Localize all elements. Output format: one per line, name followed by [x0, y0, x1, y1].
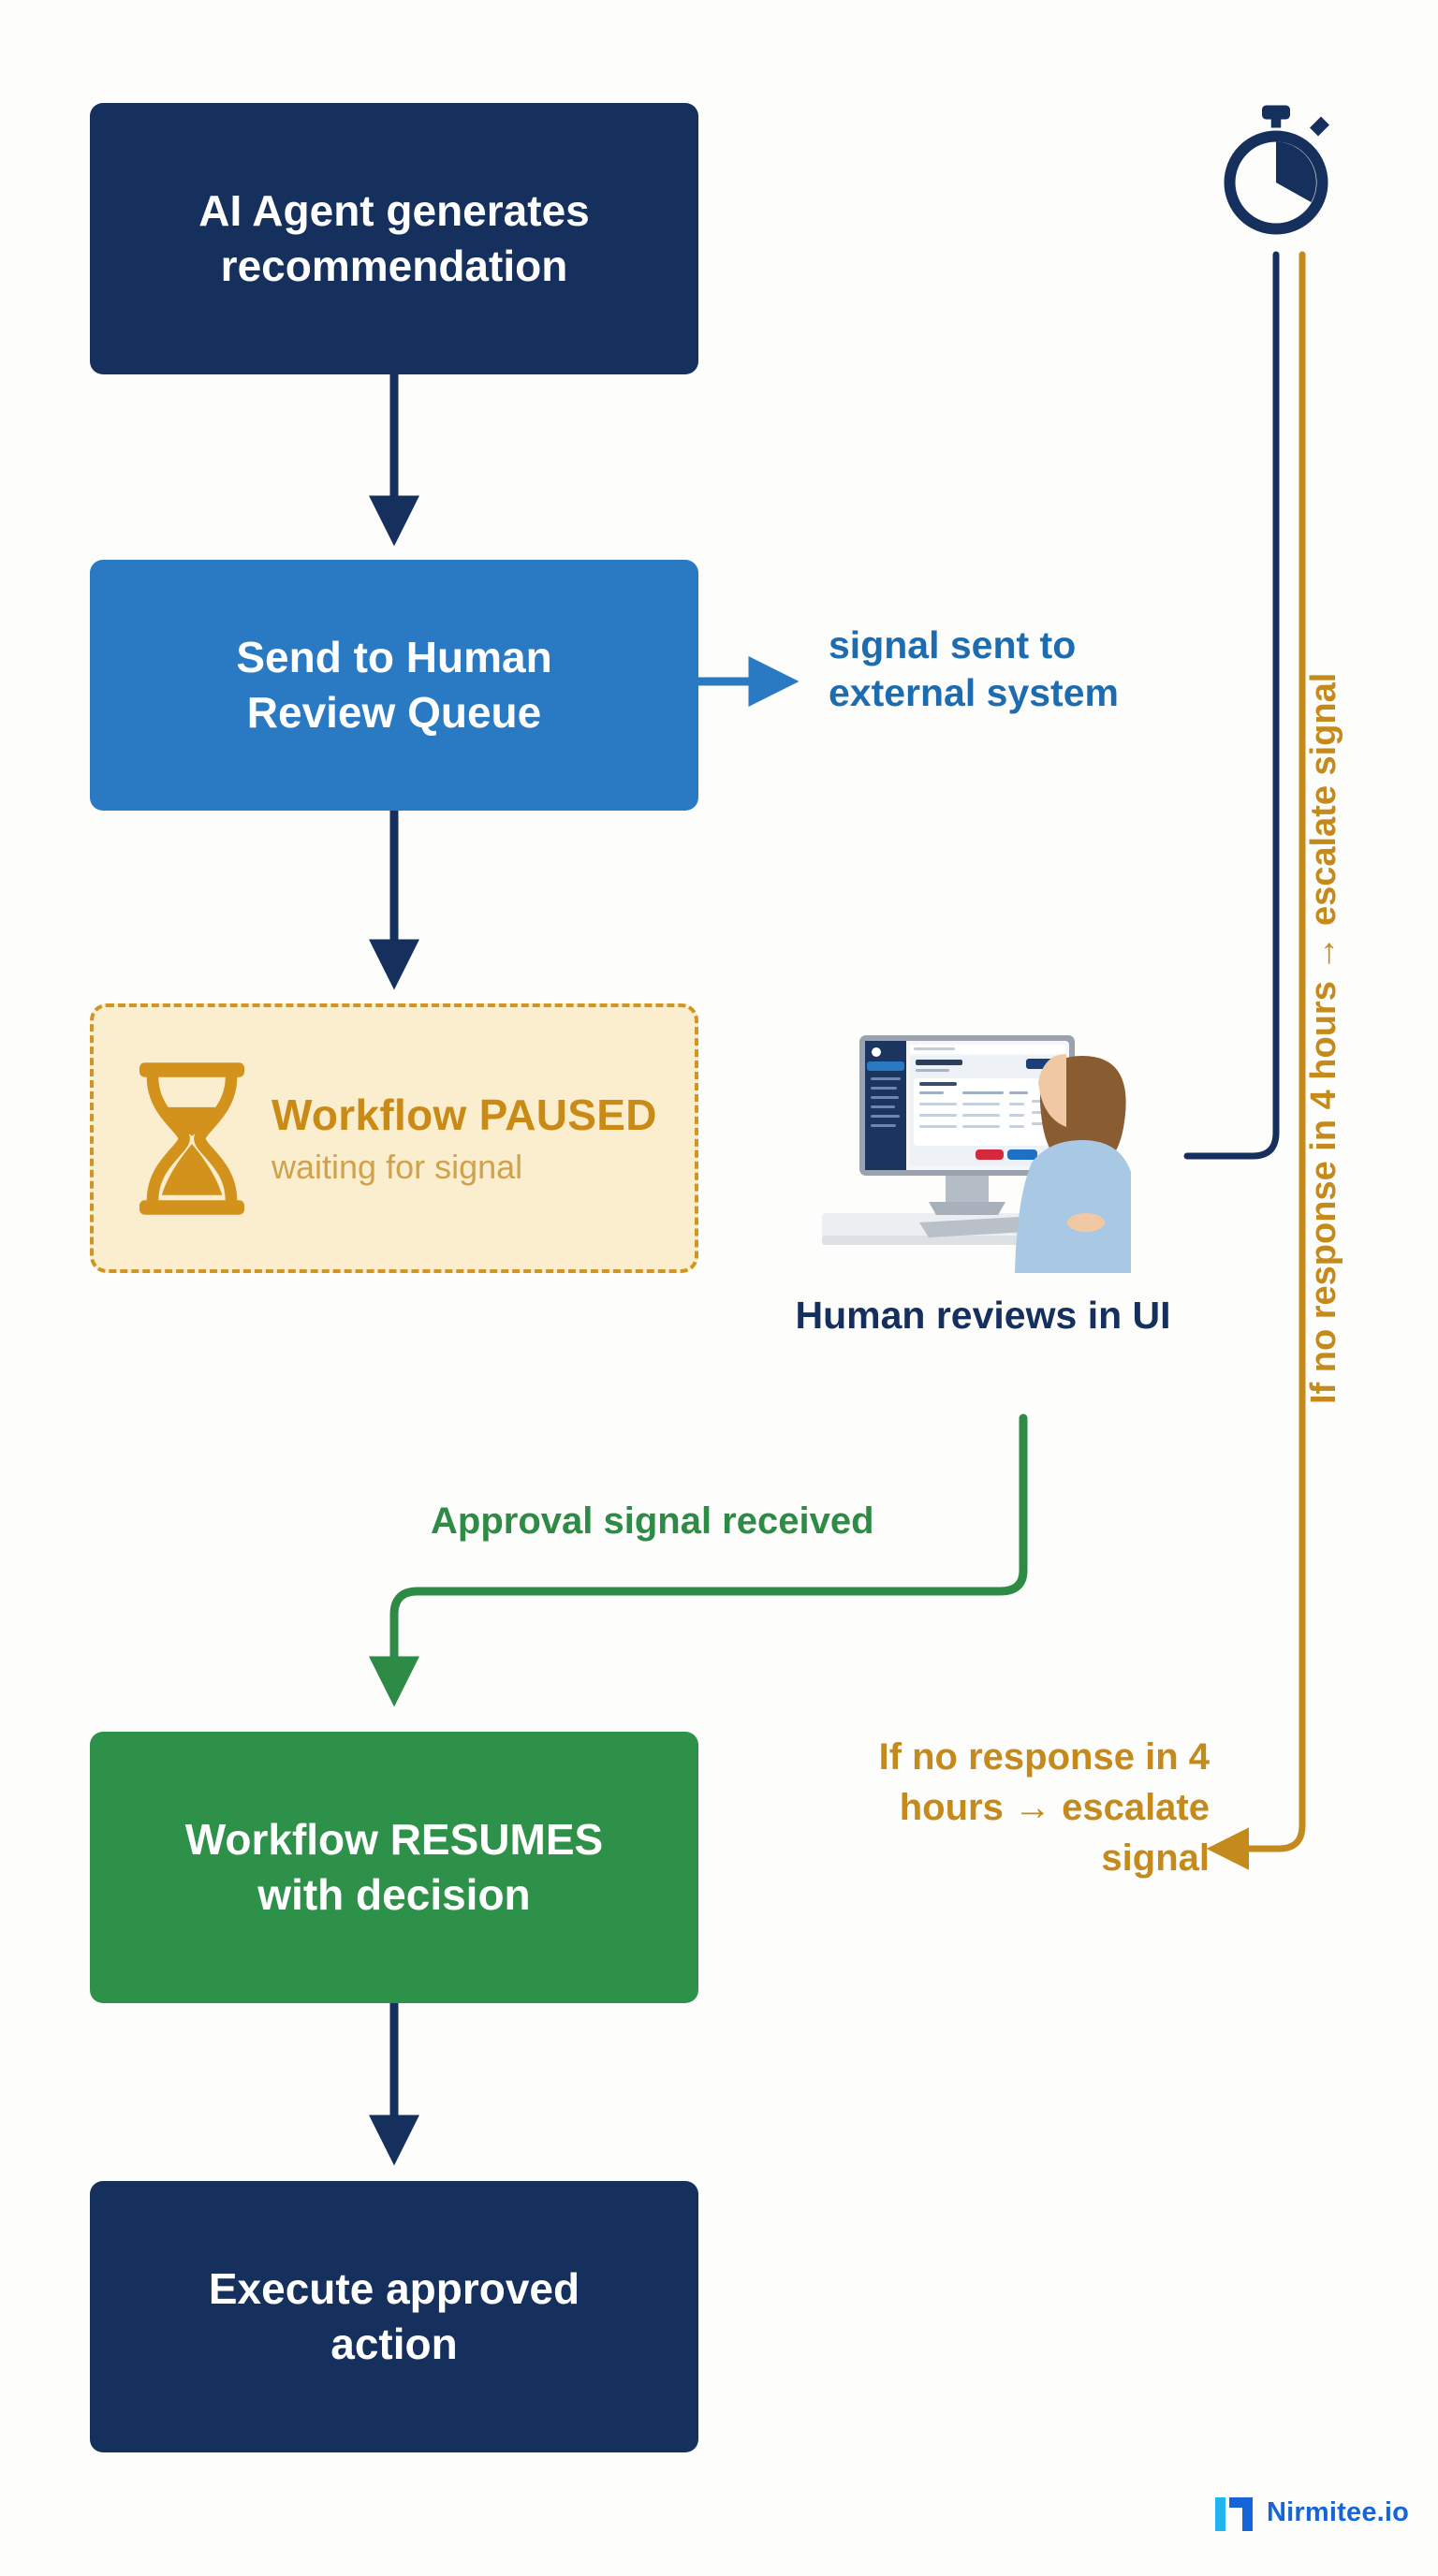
label-human-reviews-line2: in UI	[1087, 1294, 1171, 1337]
node-queue-line2: Review Queue	[246, 688, 542, 737]
hourglass-icon-wrap	[122, 1057, 262, 1221]
node-workflow-paused[interactable]: Workflow PAUSED waiting for signal	[90, 1003, 698, 1273]
paused-title-line2: PAUSED	[478, 1090, 657, 1139]
person-at-computer-illustration	[822, 1035, 1131, 1273]
nirmitee-logo-text: Nirmitee.io	[1267, 2496, 1410, 2527]
paused-subtitle: waiting for signal	[271, 1148, 523, 1187]
label-escalate-horizontal: If no response in 4 hours → escalate sig…	[861, 1732, 1210, 1883]
nirmitee-logo[interactable]: Nirmitee.io	[1215, 2492, 1409, 2533]
label-escalate-h-line2: in 4 hours →	[899, 1736, 1210, 1828]
label-human-reviews-in-ui: Human reviews in UI	[786, 1292, 1180, 1339]
nirmitee-logo-mark-icon	[1215, 2497, 1253, 2531]
node-execute-line1: Execute approved	[208, 2264, 580, 2314]
node-ai-agent-line2: recommendation	[220, 242, 568, 290]
hourglass-icon	[139, 1061, 244, 1215]
label-approval-signal-received: Approval signal received	[431, 1500, 874, 1542]
connector-stopwatch-to-escalate	[1206, 251, 1306, 1870]
paused-title: Workflow PAUSED	[271, 1090, 667, 1140]
node-resume-line1: Workflow RESUMES	[184, 1815, 604, 1865]
node-ai-agent-generates-recommendation[interactable]: AI Agent generates recommendation	[90, 103, 698, 374]
connector-human-to-resume	[369, 1413, 1028, 1707]
node-execute-line2: action	[330, 2320, 458, 2368]
stopwatch-icon	[1224, 105, 1329, 235]
label-signal-sent-line1: signal sent to	[829, 623, 1077, 666]
paused-title-line1: Workflow	[271, 1090, 467, 1139]
node-send-to-human-review-queue[interactable]: Send to Human Review Queue	[90, 560, 698, 811]
label-escalate-h-line1: If no response	[878, 1736, 1135, 1778]
node-ai-agent-line1: AI Agent generates	[198, 186, 590, 236]
node-workflow-resumes-with-decision[interactable]: Workflow RESUMES with decision	[90, 1732, 698, 2003]
node-resume-line2: with decision	[257, 1870, 531, 1919]
label-escalate-vertical: If no response in 4 hours → escalate sig…	[1304, 672, 1343, 1404]
label-human-reviews-line1: Human reviews	[795, 1294, 1078, 1337]
label-signal-sent-line2: external system	[829, 671, 1119, 715]
node-queue-line1: Send to Human	[236, 633, 552, 682]
label-escalate-h-line3: escalate signal	[1062, 1787, 1210, 1879]
node-execute-approved-action[interactable]: Execute approved action	[90, 2181, 698, 2452]
paused-text-block: Workflow PAUSED waiting for signal	[262, 1090, 667, 1187]
label-signal-sent-to-external-system: signal sent to external system	[829, 622, 1203, 718]
